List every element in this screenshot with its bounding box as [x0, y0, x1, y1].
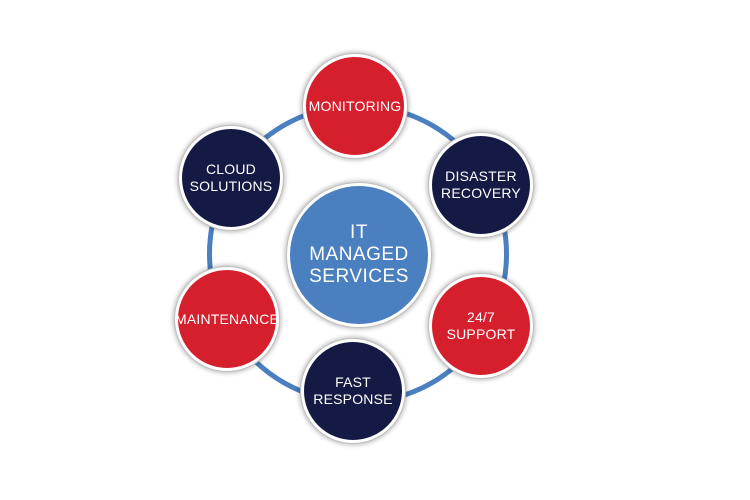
node-cloud-solutions-label: CLOUD SOLUTIONS — [189, 161, 273, 194]
node-24-7-support-label: 24/7 SUPPORT — [446, 309, 516, 342]
node-disaster-recovery: DISASTER RECOVERY — [429, 133, 533, 237]
center-node-label: IT MANAGED SERVICES — [309, 222, 409, 287]
node-fast-response: FAST RESPONSE — [301, 339, 405, 443]
node-monitoring: MONITORING — [303, 54, 407, 158]
node-fast-response-label: FAST RESPONSE — [313, 374, 393, 407]
center-node-it-managed-services: IT MANAGED SERVICES — [287, 183, 431, 327]
node-cloud-solutions: CLOUD SOLUTIONS — [179, 126, 283, 230]
node-maintenance-label: MAINTENANCE — [174, 310, 280, 327]
node-disaster-recovery-label: DISASTER RECOVERY — [441, 168, 521, 201]
node-monitoring-label: MONITORING — [308, 97, 402, 114]
node-maintenance: MAINTENANCE — [175, 267, 279, 371]
node-24-7-support: 24/7 SUPPORT — [429, 274, 533, 378]
